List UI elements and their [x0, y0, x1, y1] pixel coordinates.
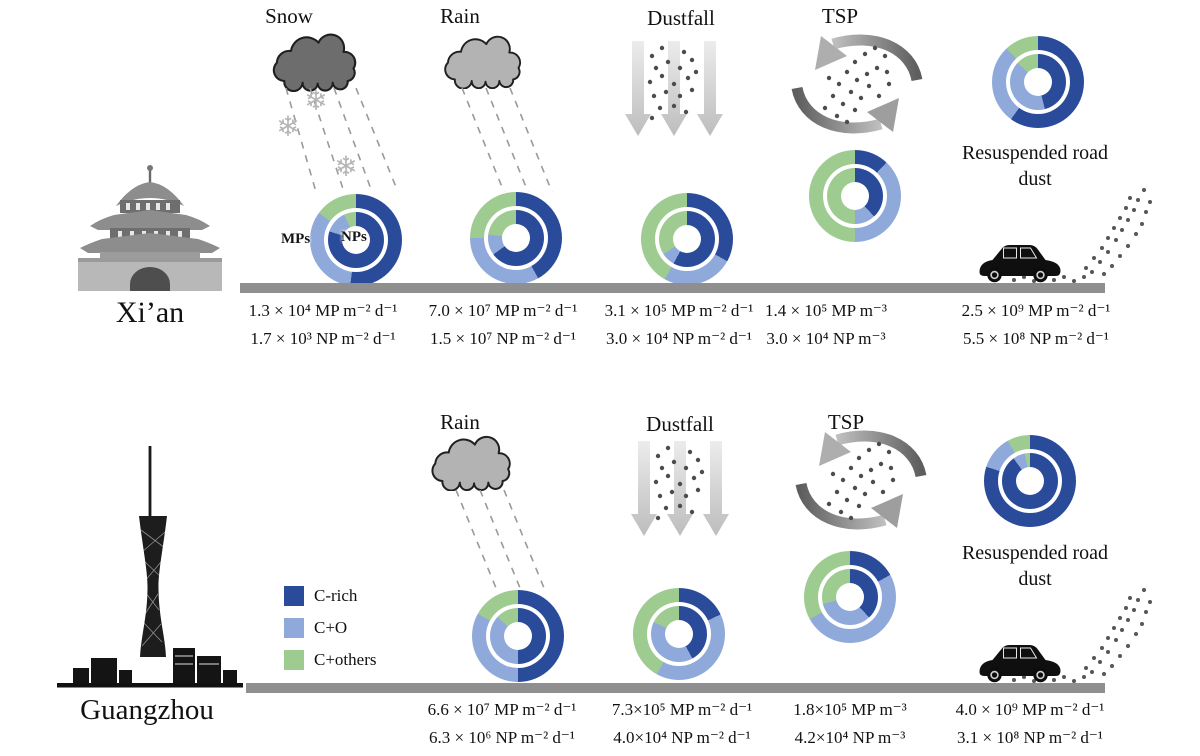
legend-item-c-others: C+others — [284, 650, 376, 670]
donut-chart-xian-road-dust — [992, 36, 1084, 128]
dustfall-arrows-icon-gz — [628, 438, 733, 540]
flux-values-gz-road-dust: 4.0 × 10⁹ MP m⁻² d⁻¹ 3.1 × 10⁸ NP m⁻² d⁻… — [956, 696, 1105, 752]
flux-values-gz-rain: 6.6 × 10⁷ MP m⁻² d⁻¹ 6.3 × 10⁶ NP m⁻² d⁻… — [428, 696, 577, 752]
mp-flux: 1.4 × 10⁵ MP m⁻³ — [765, 301, 887, 320]
donut-chart-xian-rain — [470, 192, 562, 284]
np-flux: 3.1 × 10⁸ NP m⁻² d⁻¹ — [957, 728, 1103, 747]
car-icon-gz — [972, 636, 1068, 684]
tsp-swirl-icon-gz — [790, 424, 932, 536]
np-flux: 1.7 × 10³ NP m⁻² d⁻¹ — [250, 329, 396, 348]
mp-flux: 1.8×10⁵ MP m⁻³ — [793, 700, 907, 719]
mp-flux: 2.5 × 10⁹ MP m⁻² d⁻¹ — [961, 301, 1111, 320]
np-flux: 5.5 × 10⁸ NP m⁻² d⁻¹ — [963, 329, 1109, 348]
donut-chart-xian-tsp — [809, 150, 901, 242]
np-flux: 6.3 × 10⁶ NP m⁻² d⁻¹ — [429, 728, 575, 747]
road-dust-label-xian: Resuspended road dust — [961, 142, 1109, 190]
column-header-snow: Snow — [265, 4, 313, 28]
np-flux: 4.0×10⁴ NP m⁻² d⁻¹ — [613, 728, 751, 747]
snow-cloud-icon — [266, 30, 366, 92]
xian-bell-tower-illustration — [68, 148, 232, 293]
snowfall-lines-icon: ❄❄❄ — [276, 88, 399, 193]
svg-text:❄: ❄ — [334, 150, 357, 183]
flux-values-xian-road-dust: 2.5 × 10⁹ MP m⁻² d⁻¹ 5.5 × 10⁸ NP m⁻² d⁻… — [962, 297, 1111, 353]
c-o-swatch — [284, 618, 304, 638]
canton-tower-illustration — [55, 420, 245, 690]
flux-values-xian-dustfall: 3.1 × 10⁵ MP m⁻² d⁻¹ 3.0 × 10⁴ NP m⁻² d⁻… — [605, 297, 754, 353]
mp-flux: 1.3 × 10⁴ MP m⁻² d⁻¹ — [248, 301, 398, 320]
flux-values-gz-dustfall: 7.3×10⁵ MP m⁻² d⁻¹ 4.0×10⁴ NP m⁻² d⁻¹ — [612, 696, 752, 752]
legend-item-c-o: C+O — [284, 618, 376, 638]
mp-flux: 6.6 × 10⁷ MP m⁻² d⁻¹ — [427, 700, 577, 719]
legend-label: C-rich — [314, 586, 358, 605]
column-header-tsp-xian: TSP — [821, 4, 859, 28]
rain-cloud-icon-xian — [438, 33, 530, 89]
svg-text:❄: ❄ — [276, 110, 299, 143]
mp-flux: 4.0 × 10⁹ MP m⁻² d⁻¹ — [955, 700, 1105, 719]
column-header-tsp-gz: TSP — [827, 410, 865, 434]
city-label-xian: Xi’an — [115, 296, 185, 329]
dustfall-arrows-icon-xian — [622, 38, 727, 140]
legend-item-c-rich: C-rich — [284, 586, 376, 606]
donut-chart-gz-tsp — [804, 551, 896, 643]
flux-values-xian-rain: 7.0 × 10⁷ MP m⁻² d⁻¹ 1.5 × 10⁷ NP m⁻² d⁻… — [429, 297, 578, 353]
donut-chart-xian-dustfall — [641, 193, 733, 285]
rainfall-lines-icon-xian — [461, 88, 553, 193]
mp-flux: 3.1 × 10⁵ MP m⁻² d⁻¹ — [604, 301, 754, 320]
mps-ring-label: MPs — [281, 231, 311, 247]
rain-cloud-icon-gz — [425, 433, 520, 491]
donut-chart-gz-rain — [472, 590, 564, 682]
road-dust-label-gz: Resuspended road dust — [961, 542, 1109, 590]
np-flux: 4.2×10⁴ NP m⁻³ — [794, 728, 906, 747]
flux-values-xian-snow: 1.3 × 10⁴ MP m⁻² d⁻¹ 1.7 × 10³ NP m⁻² d⁻… — [249, 297, 398, 353]
flux-values-gz-tsp: 1.8×10⁵ MP m⁻³ 4.2×10⁴ NP m⁻³ — [793, 696, 907, 752]
legend-label: C+O — [314, 618, 348, 637]
column-header-dustfall-gz: Dustfall — [646, 412, 714, 436]
np-flux: 3.0 × 10⁴ NP m⁻² d⁻¹ — [606, 329, 752, 348]
donut-chart-gz-road-dust — [984, 435, 1076, 527]
column-header-dustfall-xian: Dustfall — [647, 6, 715, 30]
donut-chart-gz-dustfall — [633, 588, 725, 680]
flux-values-xian-tsp: 1.4 × 10⁵ MP m⁻³ 3.0 × 10⁴ NP m⁻³ — [765, 297, 887, 353]
legend-label: C+others — [314, 650, 377, 669]
column-header-rain-gz: Rain — [440, 410, 480, 434]
rainfall-lines-icon-gz — [455, 490, 545, 589]
svg-text:❄: ❄ — [304, 88, 327, 117]
ground-bar-gz — [246, 683, 1105, 693]
mp-flux: 7.0 × 10⁷ MP m⁻² d⁻¹ — [428, 301, 578, 320]
c-rich-swatch — [284, 586, 304, 606]
c-others-swatch — [284, 650, 304, 670]
np-flux: 3.0 × 10⁴ NP m⁻³ — [766, 329, 886, 348]
city-label-guangzhou: Guangzhou — [80, 694, 214, 726]
nps-ring-label: NPs — [341, 229, 367, 245]
car-icon-xian — [972, 236, 1068, 284]
donut-chart-xian-snow — [310, 194, 402, 286]
np-flux: 1.5 × 10⁷ NP m⁻² d⁻¹ — [430, 329, 576, 348]
mp-flux: 7.3×10⁵ MP m⁻² d⁻¹ — [611, 700, 753, 719]
tsp-swirl-icon-xian — [786, 28, 928, 140]
ground-bar-xian — [240, 283, 1105, 293]
column-header-rain-xian: Rain — [440, 4, 480, 28]
composition-legend: C-rich C+O C+others — [284, 586, 376, 682]
